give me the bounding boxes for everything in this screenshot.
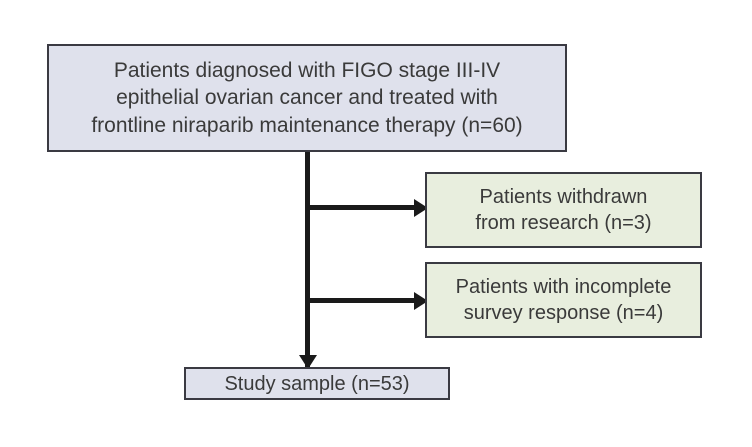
arrowhead-down-sample-icon	[298, 355, 317, 369]
node-study-sample-label: Study sample (n=53)	[224, 372, 410, 395]
node-enrolled-patients-label: Patients diagnosed with FIGO stage III-I…	[91, 59, 523, 137]
node-enrolled-patients: Patients diagnosed with FIGO stage III-I…	[47, 44, 567, 152]
branch-connector-line-incomplete	[305, 298, 417, 303]
node-study-sample: Study sample (n=53)	[184, 367, 450, 400]
node-incomplete-survey: Patients with incomplete survey response…	[425, 262, 702, 338]
arrowhead-right-incomplete-icon	[414, 291, 428, 310]
node-patients-withdrawn: Patients withdrawn from research (n=3)	[425, 172, 702, 248]
branch-connector-line-withdrawn	[305, 205, 417, 210]
node-incomplete-survey-label: Patients with incomplete survey response…	[455, 276, 672, 324]
trunk-connector-line	[305, 152, 310, 367]
arrowhead-right-withdrawn-icon	[414, 198, 428, 217]
node-patients-withdrawn-label: Patients withdrawn from research (n=3)	[475, 186, 652, 234]
